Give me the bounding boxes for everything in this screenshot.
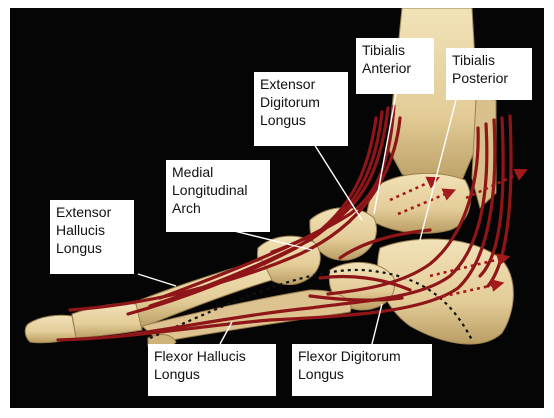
label-tibialis-posterior: Tibialis Posterior [446, 48, 532, 100]
label-extensor-hallucis-longus: Extensor Hallucis Longus [50, 200, 134, 274]
label-medial-longitudinal-arch: Medial Longitudinal Arch [166, 160, 270, 232]
leader-extensor-hallucis [138, 274, 176, 286]
leader-flexor-digitorum [372, 304, 382, 344]
label-extensor-digitorum-longus: Extensor Digitorum Longus [254, 72, 348, 146]
label-flexor-hallucis-longus: Flexor Hallucis Longus [148, 344, 276, 396]
label-flexor-digitorum-longus: Flexor Digitorum Longus [292, 344, 432, 396]
figure-frame: Tibialis Anterior Tibialis Posterior Ext… [10, 8, 544, 408]
label-tibialis-anterior: Tibialis Anterior [356, 38, 434, 94]
